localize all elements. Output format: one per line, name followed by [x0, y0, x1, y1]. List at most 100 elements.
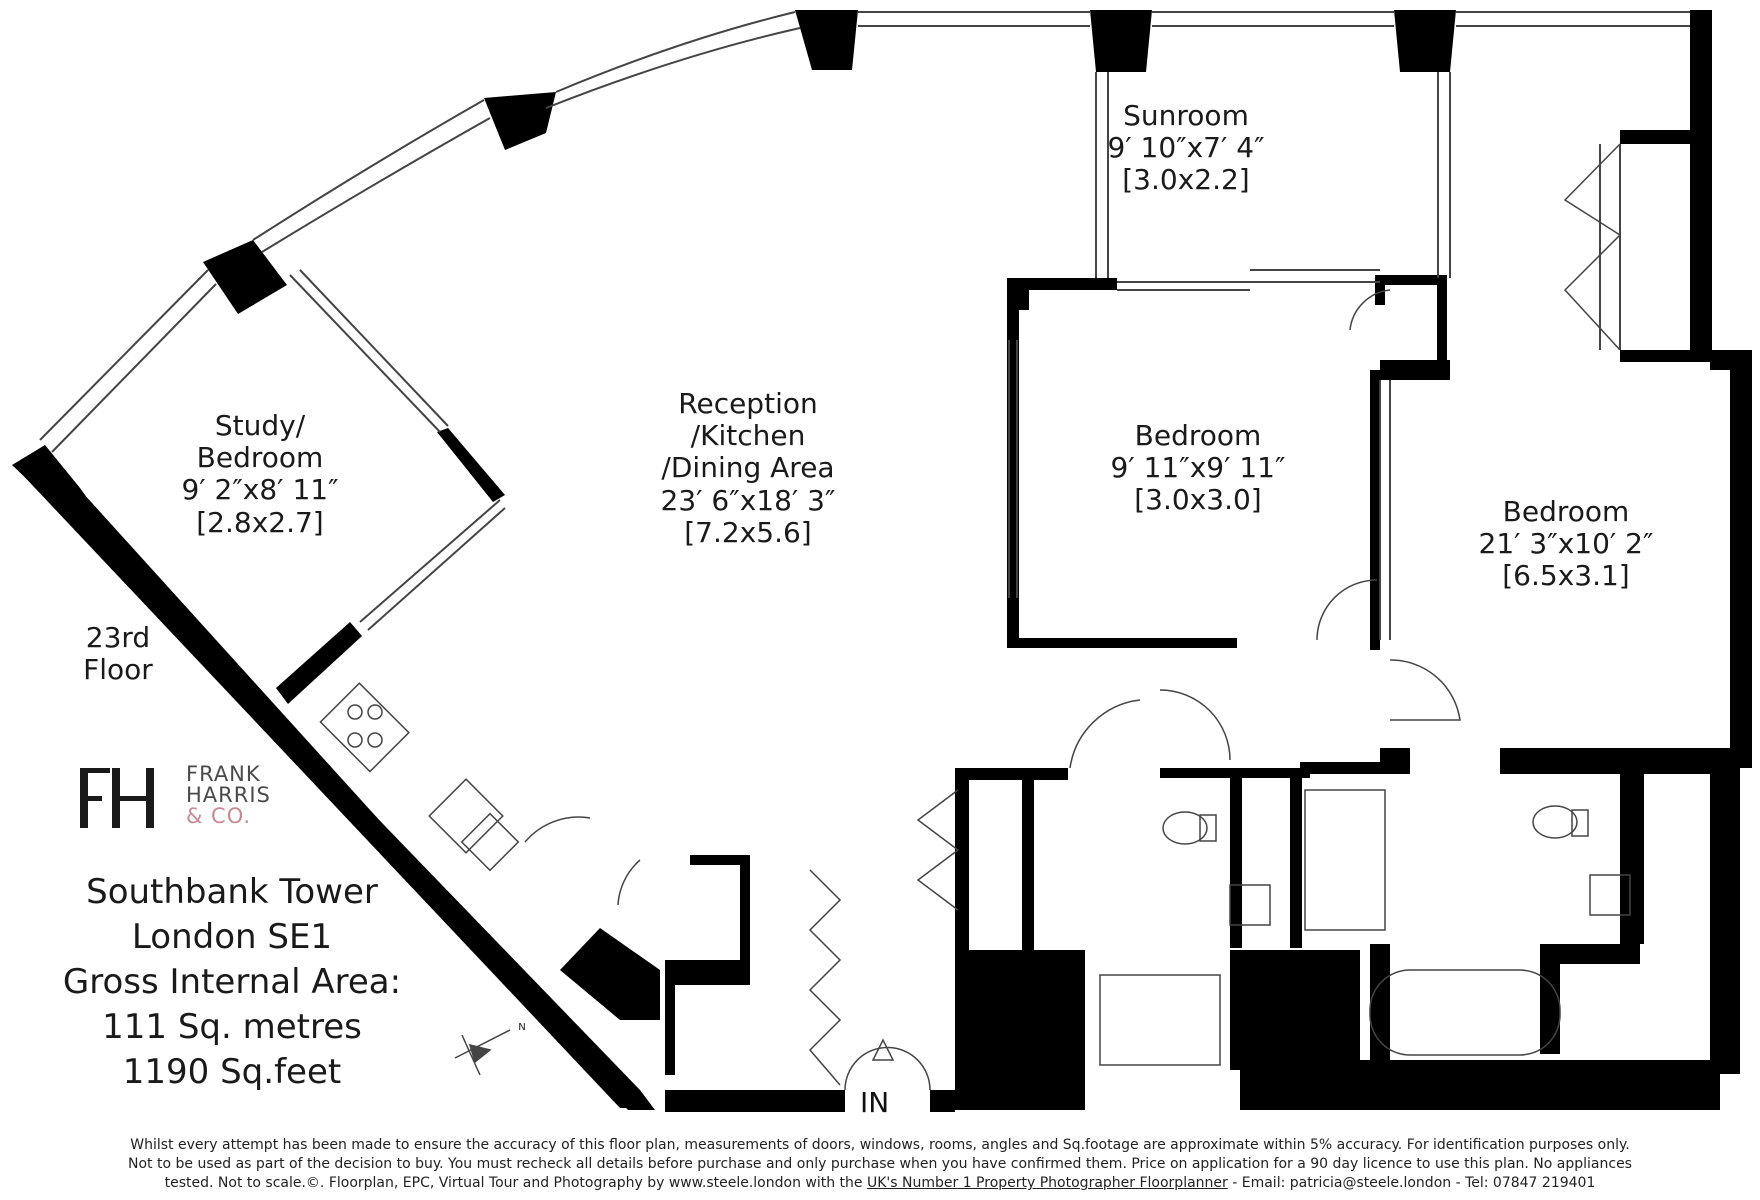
wall: [1620, 350, 1710, 362]
wall: [1370, 370, 1380, 650]
wall: [1620, 774, 1644, 944]
wall: [1690, 10, 1712, 360]
entrance-label: IN: [860, 1086, 890, 1119]
hob: [319, 682, 410, 773]
room-label-bedroom-mid: Bedroom 9′ 11″x9′ 11″ [3.0x3.0]: [1103, 419, 1293, 517]
wall: [665, 960, 750, 985]
wall: [1375, 275, 1447, 285]
wall: [955, 950, 1085, 1110]
area-metric: 111 Sq. metres: [102, 1007, 362, 1047]
property-name: Southbank Tower: [86, 872, 378, 912]
toilet: [1532, 805, 1578, 839]
wall: [1230, 778, 1242, 948]
room-size-imperial: 23′ 6″x18′ 3″: [660, 483, 836, 517]
room-size-imperial: 9′ 10″x7′ 4″: [1107, 131, 1265, 165]
wall: [1540, 944, 1560, 1054]
wall: [690, 855, 750, 865]
room-size-metric: [6.5x3.1]: [1502, 559, 1630, 593]
floor-label-line2: Floor: [83, 653, 153, 687]
wall: [1230, 950, 1360, 1070]
logo-wordmark: FRANK HARRIS & CO.: [186, 764, 271, 827]
wall: [1007, 638, 1237, 648]
room-size-metric: [3.0x2.2]: [1122, 163, 1250, 197]
wall: [958, 768, 1068, 780]
disclaimer: Whilst every attempt has been made to en…: [40, 1136, 1720, 1193]
wall: [1375, 275, 1385, 305]
room-label-study: Study/ Bedroom 9′ 2″x8′ 11″ [2.8x2.7]: [175, 409, 345, 539]
wall: [665, 1090, 845, 1112]
basin: [1229, 884, 1271, 926]
west-wall: [18, 450, 640, 1108]
basin: [1589, 874, 1631, 916]
wall: [1160, 768, 1310, 778]
wall: [1620, 130, 1710, 144]
entrance-arrow: [871, 1038, 895, 1061]
logo-monogram-icon: [80, 768, 154, 828]
room-size-imperial: 9′ 2″x8′ 11″: [181, 473, 339, 507]
study-wall: [437, 428, 505, 502]
logo-line2: HARRIS: [186, 783, 271, 807]
hob-ring: [347, 704, 363, 720]
room-name: Sunroom: [1123, 99, 1249, 132]
wall: [665, 985, 675, 1075]
column: [1394, 10, 1456, 72]
compass: [454, 1029, 511, 1076]
west-wall: [12, 445, 655, 1110]
wall: [1500, 748, 1752, 768]
floorplanner-link[interactable]: UK's Number 1 Property Photographer Floo…: [866, 1175, 1228, 1191]
wall: [740, 855, 750, 965]
toilet: [1162, 811, 1208, 845]
column: [203, 240, 287, 314]
bath: [1369, 969, 1561, 1056]
wall: [1560, 944, 1640, 964]
room-label-reception: Reception /Kitchen /Dining Area 23′ 6″x1…: [638, 387, 858, 549]
room-name: Bedroom: [1134, 419, 1262, 452]
disclaimer-line3: tested. Not to scale.©. Floorplan, EPC, …: [40, 1174, 1720, 1193]
wall: [1019, 290, 1029, 310]
floor-label-line1: 23rd: [85, 621, 151, 654]
room-name: Bedroom: [196, 441, 324, 475]
column: [484, 92, 556, 150]
property-info: Southbank Tower London SE1 Gross Interna…: [32, 870, 432, 1095]
room-name: /Kitchen: [690, 419, 806, 453]
room-label-bedroom-right: Bedroom 21′ 3″x10′ 2″ [6.5x3.1]: [1461, 495, 1671, 593]
study-wall: [276, 622, 362, 704]
room-size-metric: [3.0x3.0]: [1134, 483, 1262, 517]
wall: [1380, 748, 1410, 768]
room-size-imperial: 21′ 3″x10′ 2″: [1478, 527, 1654, 561]
wall: [1370, 944, 1390, 1064]
area-imperial: 1190 Sq.feet: [122, 1052, 342, 1092]
wall: [1380, 360, 1450, 380]
kitchen-sink: [428, 778, 504, 854]
disclaimer-line3-start: tested. Not to scale.©. Floorplan, EPC, …: [164, 1175, 863, 1191]
fixtures: [319, 682, 1631, 1066]
logo-line3: & CO.: [186, 804, 252, 828]
room-size-metric: [2.8x2.7]: [196, 505, 324, 539]
room-name: Bedroom: [1502, 495, 1630, 528]
walls: [12, 10, 1752, 1112]
shower-tray: [1304, 789, 1386, 931]
shower-tray: [1099, 974, 1221, 1066]
wall: [1007, 278, 1117, 290]
disclaimer-line1: Whilst every attempt has been made to en…: [130, 1137, 1630, 1153]
wall: [1240, 1060, 1720, 1110]
window-lines: [39, 11, 1690, 640]
wall: [1437, 275, 1447, 360]
room-label-sunroom: Sunroom 9′ 10″x7′ 4″ [3.0x2.2]: [1101, 99, 1271, 197]
floor-label: 23rd Floor: [58, 621, 178, 687]
room-name: /Dining Area: [661, 451, 835, 485]
room-size-imperial: 9′ 11″x9′ 11″: [1110, 451, 1286, 485]
area-label: Gross Internal Area:: [62, 962, 402, 1002]
wall: [1710, 774, 1740, 1074]
column: [795, 10, 858, 70]
disclaimer-line3-end: - Email: patricia@steele.london - Tel: 0…: [1232, 1175, 1596, 1191]
doors: [524, 143, 1622, 1091]
room-name: Study/: [214, 409, 306, 442]
wall: [930, 1090, 955, 1112]
logo-line1: FRANK: [186, 762, 261, 786]
wall: [1730, 360, 1752, 760]
disclaimer-line2: Not to be used as part of the decision t…: [128, 1156, 1632, 1172]
column: [1090, 10, 1152, 72]
compass-north-label: N: [518, 1022, 525, 1033]
wall: [1290, 778, 1302, 948]
